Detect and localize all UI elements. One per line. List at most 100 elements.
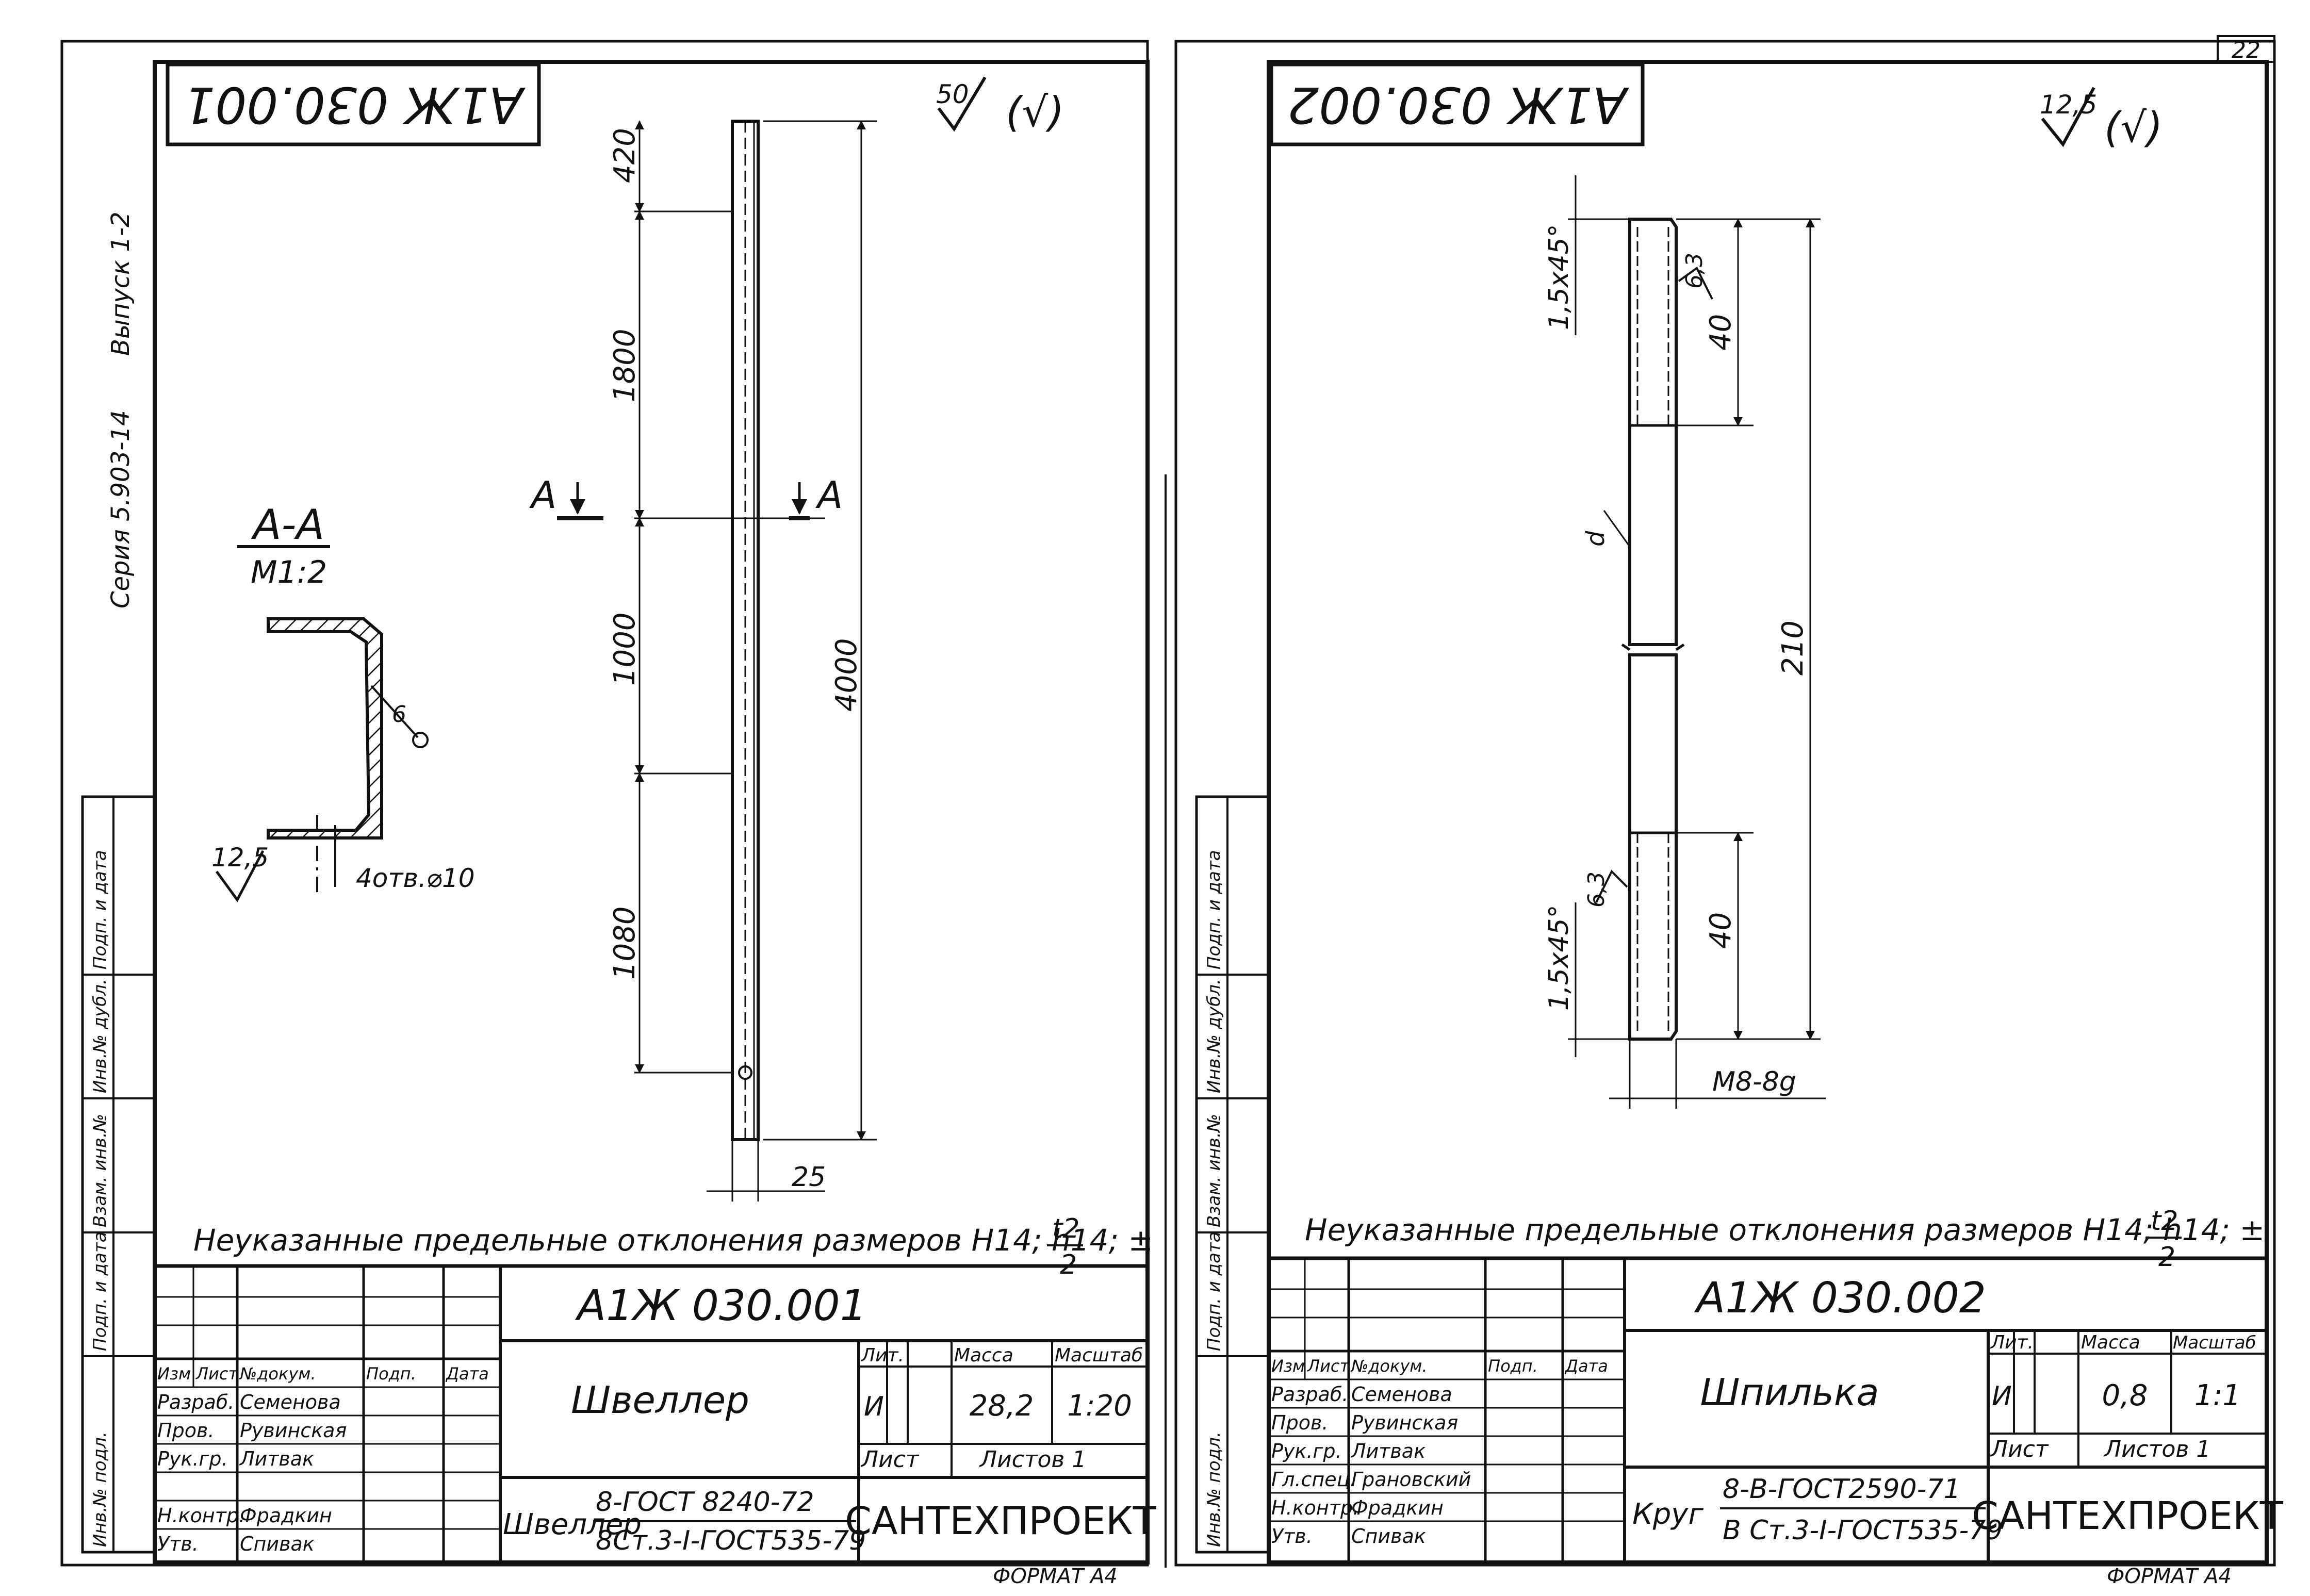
left-outer-frame [60,40,1149,1567]
holes-note: 4отв.⌀10 [356,863,475,893]
svg-text:№докум.: №докум. [1350,1356,1428,1376]
svg-text:Подп. и дата: Подп. и дата [90,850,110,969]
left-note-frac-top: t2 [1052,1213,1079,1244]
svg-text:Лит.: Лит. [860,1345,904,1366]
svg-text:6,3: 6,3 [1583,871,1610,908]
right-part-name: Шпилька [1700,1371,1879,1414]
svg-text:28,2: 28,2 [970,1389,1034,1423]
svg-text:Разраб.: Разраб. [1271,1383,1348,1406]
right-outer-frame [1174,40,2276,1567]
svg-text:Фрадкин: Фрадкин [1351,1496,1444,1519]
dim-chamfer-bottom: 1,5x45° [1544,904,1575,1011]
svg-text:Масштаб: Масштаб [2173,1332,2256,1353]
left-sheet: А1Ж 030.001 50 (√) Серия 5.903-14 Выпуск… [60,40,1157,1588]
svg-text:Инв.№ подл.: Инв.№ подл. [1204,1432,1224,1547]
section-roughness-icon [215,850,265,902]
svg-text:Лист: Лист [860,1446,920,1473]
svg-text:Гл.спец.: Гл.спец. [1271,1468,1356,1491]
svg-text:Изм: Изм [1271,1356,1305,1376]
left-note: Неуказанные предельные отклонения размер… [193,1223,1153,1258]
svg-text:Пров.: Пров. [1271,1411,1328,1434]
svg-text:Подп. и дата: Подп. и дата [1204,1231,1224,1351]
svg-text:Рувинская: Рувинская [240,1419,347,1442]
svg-text:Семенова: Семенова [240,1391,341,1413]
svg-text:Лист: Лист [1990,1436,2049,1462]
left-roughness-icon: 50 (√) [936,76,1064,136]
svg-text:1:1: 1:1 [2194,1379,2241,1412]
svg-text:Литвак: Литвак [1350,1440,1426,1462]
svg-text:Масштаб: Масштаб [1055,1345,1143,1366]
svg-text:8-ГОСТ 8240-72: 8-ГОСТ 8240-72 [596,1487,814,1518]
svg-text:И: И [1992,1381,2012,1412]
dim-dia: d [1581,531,1610,547]
left-designation: А1Ж 030.001 [575,1281,867,1330]
channel-elevation: 420 1800 1000 1080 4000 25 А А [529,120,877,1202]
svg-text:Дата: Дата [445,1364,489,1384]
svg-text:Н.контр.: Н.контр. [157,1504,245,1527]
svg-text:В Ст.3-I-ГОСТ535-79: В Ст.3-I-ГОСТ535-79 [1723,1515,2003,1546]
right-code-top: А1Ж 030.002 [1287,76,1630,134]
right-note-frac-top: t2 [2151,1206,2178,1237]
left-company: САНТЕХПРОЕКТ [845,1499,1156,1543]
left-part-name: Швеллер [571,1378,749,1422]
right-company: САНТЕХПРОЕКТ [1972,1494,2283,1538]
svg-text:Семенова: Семенова [1351,1383,1452,1406]
svg-text:Лист: Лист [1307,1356,1350,1376]
svg-text:Масса: Масса [2081,1332,2140,1353]
svg-text:Литвак: Литвак [239,1447,314,1470]
section-mark-a-right: А [815,473,843,517]
section-a-a: А-А М1:2 12,5 4отв.⌀10 6 [211,501,475,902]
dim-4000: 4000 [830,638,863,712]
dim-thread-bottom: 40 [1704,912,1738,949]
svg-text:Утв.: Утв. [1271,1525,1313,1548]
dim-thread: М8-8g [1712,1066,1796,1097]
svg-text:Подп. и дата: Подп. и дата [1204,850,1224,969]
svg-text:Н.контр.: Н.контр. [1271,1496,1359,1519]
svg-text:Инв.№ подл.: Инв.№ подл. [90,1432,110,1547]
svg-text:Масса: Масса [954,1345,1013,1366]
svg-text:Подп.: Подп. [1488,1356,1538,1376]
left-inner-frame [153,60,1150,1565]
svg-text:И: И [864,1391,884,1422]
channel-profile [267,617,383,840]
dim-chamfer-top: 1,5x45° [1544,224,1575,330]
section-mark-a-left: А [529,473,556,517]
dim-1000: 1000 [608,612,642,686]
svg-text:№докум.: №докум. [239,1364,316,1384]
stud-elevation: 40 40 210 1,5x45° 1,5x45° 6,3 6,3 d М8-8… [1544,175,1826,1109]
left-code-box [166,62,541,146]
svg-text:Листов 1: Листов 1 [979,1446,1086,1473]
section-scale: М1:2 [251,554,327,590]
left-side-stamp: Инв.№ подл. Подп. и дата Взам. инв.№ Инв… [81,795,156,1554]
rough-top-icon [1678,267,1713,300]
svg-text:Взам. инв.№: Взам. инв.№ [1204,1114,1224,1227]
dim-25: 25 [792,1162,826,1193]
svg-text:6: 6 [392,701,406,728]
svg-text:(√): (√) [2104,104,2162,152]
svg-text:Подп.: Подп. [366,1364,416,1384]
svg-text:6,3: 6,3 [1681,253,1708,289]
dim-thread-top: 40 [1704,314,1738,351]
right-side-stamp: Инв.№ подл. Подп. и дата Взам. инв.№ Инв… [1195,795,1270,1554]
right-sheet: А1Ж 030.002 12,5 (√) Инв.№ подл. Подп. и… [1174,40,2284,1588]
svg-text:Спивак: Спивак [1351,1525,1426,1548]
svg-text:8Ст.3-I-ГОСТ535-79: 8Ст.3-I-ГОСТ535-79 [596,1525,866,1556]
svg-text:Инв.№ дубл.: Инв.№ дубл. [90,979,110,1093]
right-format: ФОРМАТ А4 [2107,1565,2232,1588]
svg-text:1:20: 1:20 [1067,1389,1132,1423]
svg-text:0,8: 0,8 [2102,1379,2148,1412]
right-code-box [1269,62,1645,146]
left-title-block: Изм Лист №докум. Подп. Дата Разраб. Семе… [153,1264,1157,1588]
right-designation: А1Ж 030.002 [1694,1274,1986,1323]
series-label: Серия 5.903-14 [106,410,135,608]
dim-1800: 1800 [608,328,642,402]
svg-text:Спивак: Спивак [240,1533,315,1555]
svg-text:Изм: Изм [157,1364,191,1384]
right-title-block: Изм Лист №докум. Подп. Дата Разраб. Семе… [1267,1256,2284,1588]
svg-text:Рук.гр.: Рук.гр. [157,1447,228,1470]
svg-text:(√): (√) [1006,88,1064,136]
svg-text:8-В-ГОСТ2590-71: 8-В-ГОСТ2590-71 [1723,1474,1961,1505]
right-note: Неуказанные предельные отклонения размер… [1305,1212,2265,1247]
svg-text:Рувинская: Рувинская [1351,1411,1458,1434]
